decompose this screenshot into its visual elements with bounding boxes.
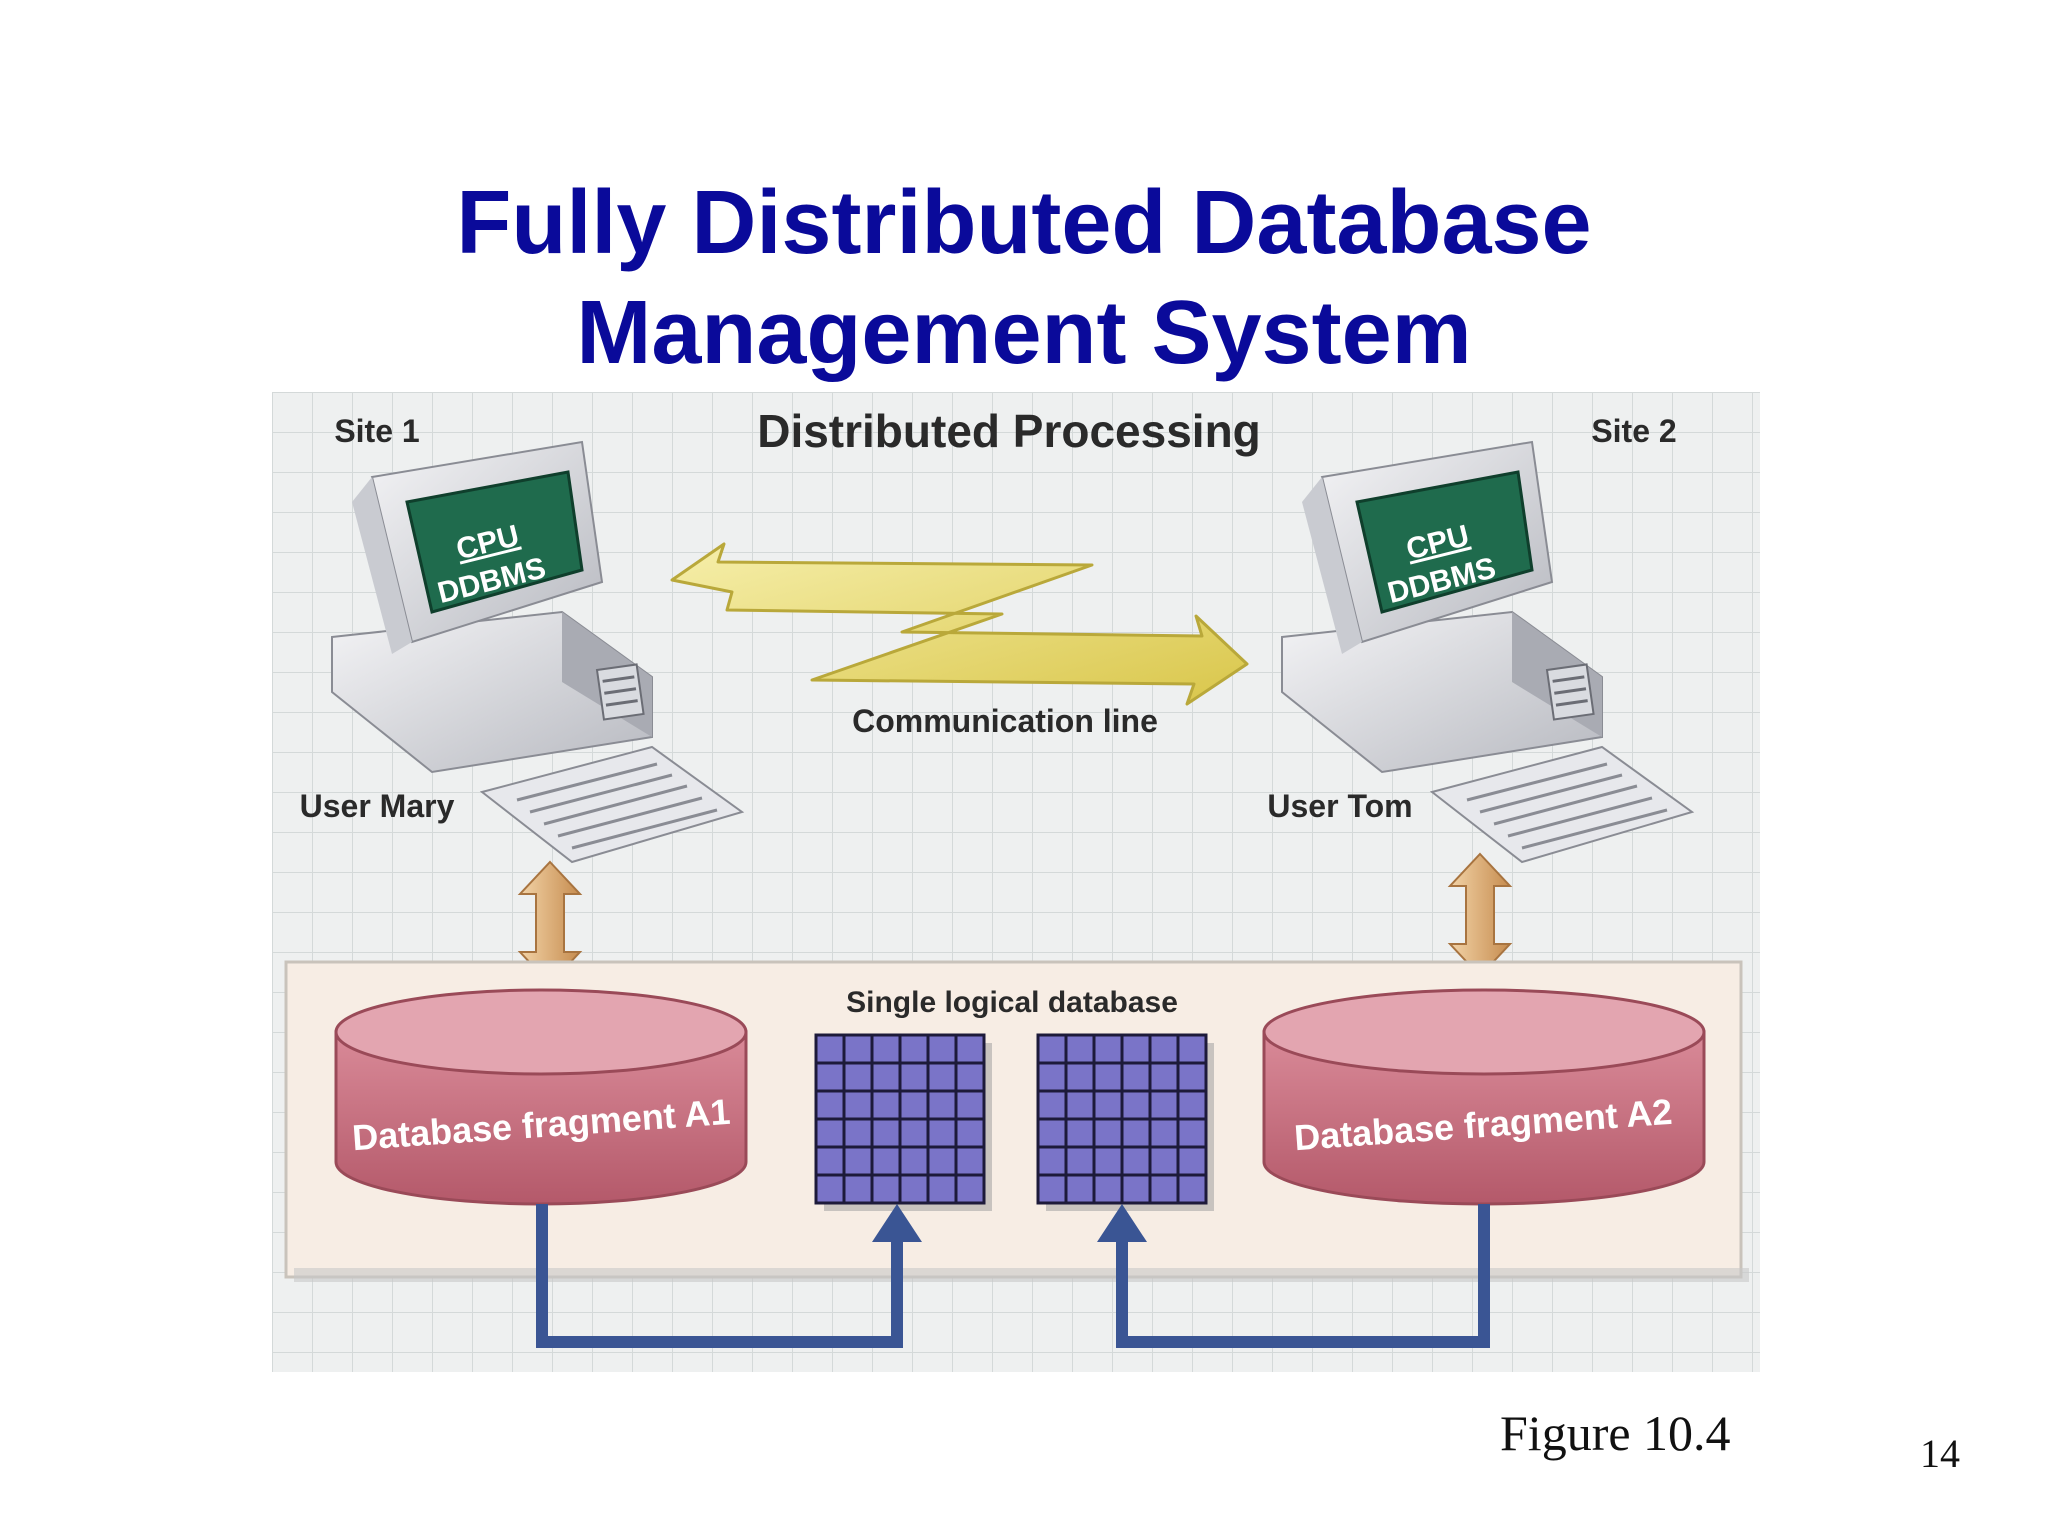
grid-cell: [926, 1145, 958, 1177]
grid-cell: [814, 1089, 846, 1121]
grid-cell: [842, 1173, 874, 1205]
grid-cell: [926, 1173, 958, 1205]
grid-cell: [870, 1061, 902, 1093]
communication-line-arrow: [670, 542, 1249, 706]
grid-cell: [1036, 1145, 1068, 1177]
figure: Distributed Processing CPU DDBMS Site 1: [272, 392, 1760, 1372]
grid-cell: [1120, 1061, 1152, 1093]
data-flow-arrow-a1: [536, 1204, 922, 1348]
grid-cell: [870, 1089, 902, 1121]
grid-cell: [1092, 1089, 1124, 1121]
grid-cell: [814, 1033, 846, 1065]
grid-cell: [1036, 1033, 1068, 1065]
grid-cell: [954, 1033, 986, 1065]
grid-cell: [954, 1173, 986, 1205]
grid-cell: [1176, 1033, 1208, 1065]
grid-cell: [1148, 1033, 1180, 1065]
grid-cell: [898, 1145, 930, 1177]
grid-cell: [926, 1061, 958, 1093]
grid-cell: [1036, 1117, 1068, 1149]
page-number: 14: [1920, 1431, 1960, 1476]
grid-cell: [926, 1089, 958, 1121]
grid-cell: [1092, 1061, 1124, 1093]
single-logical-database-label: Single logical database: [846, 986, 1178, 1019]
grid-cell: [1036, 1089, 1068, 1121]
grid-cell: [1064, 1145, 1096, 1177]
grid-cell: [814, 1117, 846, 1149]
grid-cell: [898, 1061, 930, 1093]
grid-cell: [898, 1089, 930, 1121]
grid-cell: [870, 1033, 902, 1065]
grid-cell: [1176, 1117, 1208, 1149]
grid-cell: [842, 1089, 874, 1121]
grid-cell: [1120, 1145, 1152, 1177]
grid-cell: [1148, 1089, 1180, 1121]
site-2-label: Site 2: [1591, 413, 1676, 449]
grid-cell: [870, 1173, 902, 1205]
figure-caption: Figure 10.4: [1500, 1405, 1731, 1461]
grid-cell: [1176, 1145, 1208, 1177]
grid-cell: [1120, 1089, 1152, 1121]
grid-cell: [1176, 1061, 1208, 1093]
grid-cell: [954, 1089, 986, 1121]
diagram-canvas: Distributed Processing CPU DDBMS Site 1: [272, 392, 1760, 1372]
grid-cell: [1148, 1061, 1180, 1093]
grid-cell: [842, 1033, 874, 1065]
grid-cell: [870, 1117, 902, 1149]
grid-cell: [1092, 1033, 1124, 1065]
grid-cell: [842, 1061, 874, 1093]
database-fragment-a1: Database fragment A1: [334, 988, 748, 1206]
slide-title-line-1: Fully Distributed Database: [456, 173, 1592, 273]
grid-cell: [954, 1061, 986, 1093]
grid-cell: [814, 1145, 846, 1177]
screen-site-2: [1355, 470, 1534, 614]
grid-cell: [1148, 1173, 1180, 1205]
grid-cell: [898, 1033, 930, 1065]
grid-cell: [1176, 1089, 1208, 1121]
user-tom-label: User Tom: [1267, 788, 1412, 824]
site-1-label: Site 1: [334, 413, 419, 449]
computer-site-2: CPU DDBMS: [1281, 440, 1695, 864]
grid-cell: [1120, 1173, 1152, 1205]
diagram-heading: Distributed Processing: [757, 405, 1261, 457]
grid-cell: [814, 1061, 846, 1093]
grid-cell: [870, 1145, 902, 1177]
grid-cell: [1120, 1117, 1152, 1149]
computer-site-1: CPU DDBMS: [331, 440, 745, 864]
grid-cell: [1064, 1117, 1096, 1149]
grid-cell: [1064, 1089, 1096, 1121]
grid-cell: [926, 1033, 958, 1065]
grid-cell: [1092, 1173, 1124, 1205]
grid-cell: [814, 1173, 846, 1205]
grid-cell: [1064, 1033, 1096, 1065]
grid-cell: [842, 1145, 874, 1177]
user-mary-label: User Mary: [300, 788, 455, 824]
grid-cell: [1148, 1117, 1180, 1149]
grid-cell: [1064, 1173, 1096, 1205]
grid-cell: [1092, 1117, 1124, 1149]
screen-site-1: [405, 470, 584, 614]
communication-line-label: Communication line: [852, 703, 1158, 739]
table-grid-block-2: [1036, 1033, 1214, 1211]
grid-cell: [1092, 1145, 1124, 1177]
grid-cell: [1036, 1173, 1068, 1205]
slide-title-line-2: Management System: [576, 283, 1472, 383]
slide-title: Fully Distributed Database Management Sy…: [0, 168, 2048, 388]
grid-cell: [954, 1145, 986, 1177]
grid-cell: [926, 1117, 958, 1149]
grid-cell: [898, 1173, 930, 1205]
database-fragment-a2: Database fragment A2: [1262, 988, 1706, 1206]
table-grid-block-1: [814, 1033, 992, 1211]
grid-cell: [1064, 1061, 1096, 1093]
grid-cell: [842, 1117, 874, 1149]
grid-cell: [1120, 1033, 1152, 1065]
grid-cell: [1176, 1173, 1208, 1205]
grid-cell: [898, 1117, 930, 1149]
grid-cell: [1036, 1061, 1068, 1093]
grid-cell: [954, 1117, 986, 1149]
grid-cell: [1148, 1145, 1180, 1177]
data-flow-arrow-a2: [1097, 1204, 1490, 1348]
